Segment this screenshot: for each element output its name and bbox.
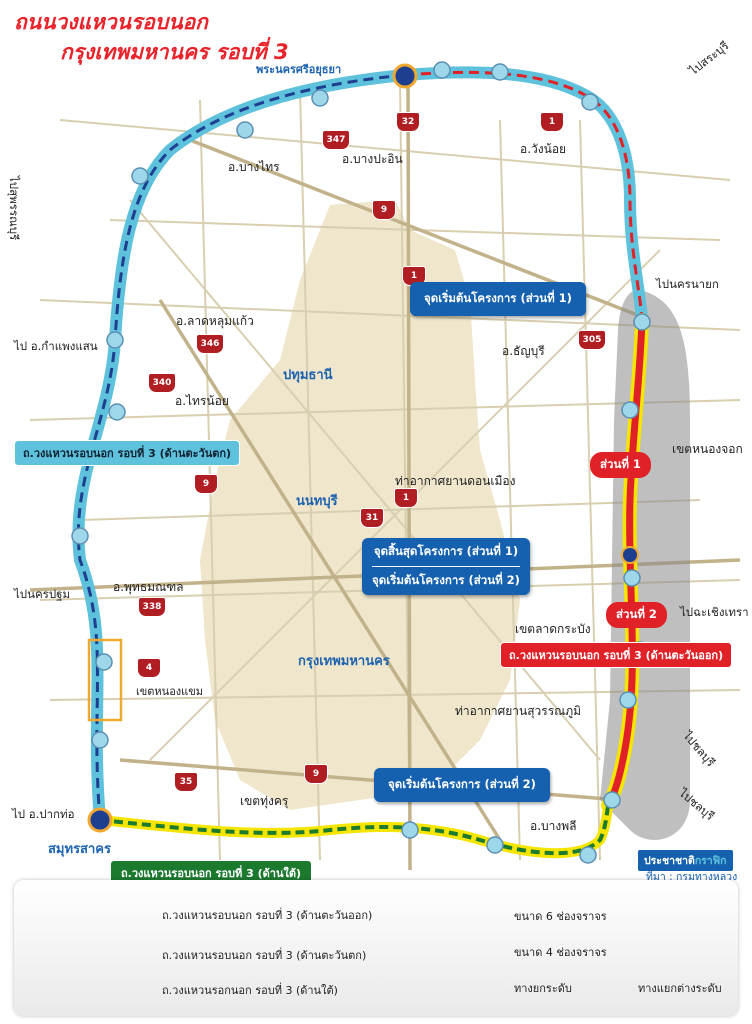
route-338: 338 [138, 597, 166, 617]
dest-suphanburi: ไปสุพรรณบุรี [7, 176, 21, 241]
label-phutthamonthon: อ.พุทธมณฑล [113, 580, 184, 594]
route-4: 4 [137, 658, 161, 678]
credit-brand: ประชาชาติกราฟิก [638, 850, 733, 871]
route-1-top: 1 [540, 112, 564, 132]
label-nong-khaem: เขตหนองแขม [136, 685, 204, 698]
route-35: 35 [174, 772, 198, 792]
dest-nakhon-pathom: ไปนครปฐม [14, 587, 71, 601]
callout-divider [372, 566, 520, 567]
route-32: 32 [396, 112, 420, 132]
label-bang-pa-in: อ.บางปะอิน [342, 152, 403, 166]
dest-chachoengsao: ไปฉะเชิงเทรา [680, 605, 749, 619]
south-road-green [99, 804, 610, 856]
label-lat-lum-kaeo: อ.ลาดหลุมแก้ว [176, 314, 254, 328]
province-nonthaburi: นนทบุรี [296, 494, 338, 509]
section-part1-badge: ส่วนที่ 1 [590, 452, 651, 478]
label-don-mueang: ท่าอากาศยานดอนเมือง [395, 474, 516, 488]
legend-elevated: ทางยกระดับ [514, 982, 572, 995]
label-thung-khru: เขตทุ่งครุ [240, 794, 289, 808]
label-samut-sakhon: สมุทรสาคร [48, 842, 111, 857]
label-bang-phli: อ.บางพลี [530, 819, 577, 833]
legend-west-road: ถ.วงแหวนรอบนอก รอบที่ 3 (ด้านตะวันตก) [162, 949, 367, 962]
elevated-section-box [87, 638, 123, 722]
callout-start-part2-text: จุดเริ่มต้นโครงการ (ส่วนที่ 2) [372, 573, 520, 587]
callout-end-part1-text: จุดสิ้นสุดโครงการ (ส่วนที่ 1) [373, 544, 519, 558]
dest-kamphaeng-saen: ไป อ.กำแพงแสน [14, 339, 98, 353]
legend-four-lanes: ขนาด 4 ช่องจราจร [514, 946, 607, 959]
legend-interchange: ทางแยกต่างระดับ [638, 982, 722, 995]
label-sai-noi: อ.ไทรน้อย [175, 394, 229, 408]
route-346: 346 [196, 334, 224, 354]
urban-area [200, 200, 520, 810]
route-305: 305 [578, 330, 606, 350]
route-9-top: 9 [372, 200, 396, 220]
callout-end-part1-start-part2: จุดสิ้นสุดโครงการ (ส่วนที่ 1) จุดเริ่มต้… [362, 538, 530, 595]
route-340: 340 [148, 373, 176, 393]
legend-south-road: ถ.วงแหวนรอกนอก รอบที่ 3 (ด้านใต้) [162, 984, 338, 997]
dest-nakhon-nayok: ไปนครนายก [656, 277, 719, 291]
route-9-south: 9 [304, 764, 328, 784]
credit-brand-a: ประชาชาติ [644, 855, 695, 867]
credit-brand-b: กราฟิก [694, 855, 727, 867]
route-9-west: 9 [194, 474, 218, 494]
route-1-don-mueang: 1 [394, 488, 418, 508]
province-pathum-thani: ปทุมธานี [283, 368, 333, 383]
legend-east-road: ถ.วงแหวนรอบนอก รอบที่ 3 (ด้านตะวันออก) [162, 909, 373, 922]
road-label-east: ถ.วงแหวนรอบนอก รอบที่ 3 (ด้านตะวันออก) [500, 642, 733, 668]
route-347: 347 [322, 130, 350, 150]
label-thanyaburi: อ.ธัญบุรี [502, 344, 545, 358]
road-label-west: ถ.วงแหวนรอบนอก รอบที่ 3 (ด้านตะวันตก) [14, 440, 241, 466]
label-suvarnabhumi: ท่าอากาศยานสุวรรณภูมิ [455, 704, 582, 718]
route-31: 31 [360, 508, 384, 528]
legend-panel: ถ.วงแหวนรอบนอก รอบที่ 3 (ด้านตะวันออก) ถ… [14, 880, 738, 1016]
section-part2-badge: ส่วนที่ 2 [606, 602, 667, 628]
label-lat-krabang: เขตลาดกระบัง [515, 622, 591, 636]
map-title-line1: ถนนวงแหวนรอบนอก [14, 10, 208, 34]
label-bang-sai: อ.บางไทร [228, 160, 280, 174]
label-nong-chok: เขตหนองจอก [672, 442, 743, 456]
dest-pak-tho: ไป อ.ปากท่อ [12, 807, 75, 821]
province-bangkok: กรุงเทพมหานคร [298, 654, 390, 669]
label-wang-noi: อ.วังน้อย [520, 142, 567, 156]
callout-start-part2: จุดเริ่มต้นโครงการ (ส่วนที่ 2) [374, 768, 550, 802]
callout-start-part1: จุดเริ่มต้นโครงการ (ส่วนที่ 1) [410, 282, 586, 316]
legend-six-lanes: ขนาด 6 ช่องจราจร [514, 910, 607, 923]
label-ayutthaya: พระนครศรีอยุธยา [256, 63, 342, 76]
map-title-line2: กรุงเทพมหานคร รอบที่ 3 [60, 40, 289, 64]
